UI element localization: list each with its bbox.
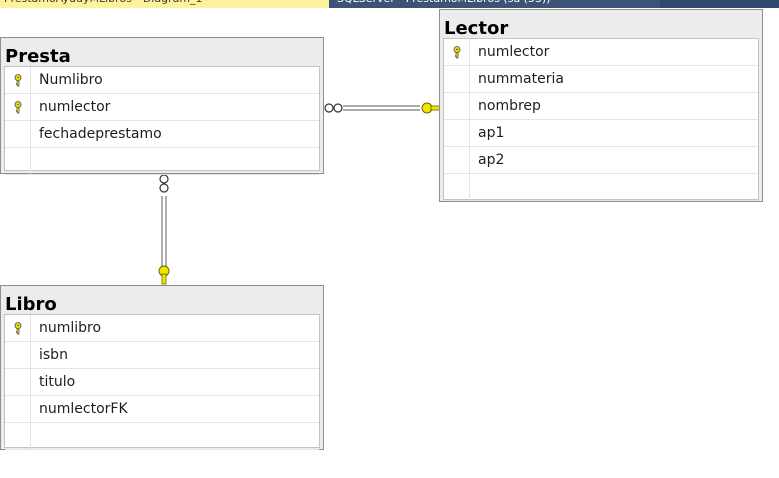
relationship-presta-lector[interactable] xyxy=(324,102,441,114)
column-grid: numlibro isbn titulo numlectorFK xyxy=(4,314,320,450)
row-selector[interactable] xyxy=(444,93,470,119)
table-title: Lector xyxy=(444,18,509,39)
table-lector[interactable]: Lector numlector nummateria nombrep ap1 ap2 xyxy=(439,9,763,202)
column-row[interactable]: ap2 xyxy=(444,147,758,174)
row-selector[interactable] xyxy=(444,39,470,65)
many-end-icon xyxy=(159,183,169,193)
table-libro[interactable]: Libro numlibro isbn titulo numlectorFK xyxy=(0,285,324,450)
column-name: numlector xyxy=(478,44,550,60)
column-name: numlector xyxy=(39,99,111,115)
column-row[interactable]: nombrep xyxy=(444,93,758,120)
column-name: ap1 xyxy=(478,125,505,141)
table-presta[interactable]: Presta Numlibro numlector fechadeprestamo xyxy=(0,37,324,175)
row-selector[interactable] xyxy=(5,342,31,368)
tab-query[interactable]: SQLServer - PrestamoMLibros (sa (53)) xyxy=(329,0,660,8)
column-name: fechadeprestamo xyxy=(39,126,162,142)
column-grid: Numlibro numlector fechadeprestamo xyxy=(4,66,320,175)
column-name: nummateria xyxy=(478,71,564,87)
row-selector[interactable] xyxy=(444,174,470,200)
column-row[interactable]: isbn xyxy=(5,342,319,369)
empty-column-row[interactable] xyxy=(444,174,758,201)
many-end-icon xyxy=(324,103,334,113)
column-row[interactable]: ap1 xyxy=(444,120,758,147)
column-name: ap2 xyxy=(478,152,505,168)
column-grid: numlector nummateria nombrep ap1 ap2 xyxy=(443,38,759,201)
primary-key-icon xyxy=(453,46,461,59)
tab-strip-filler xyxy=(660,0,779,8)
row-selector[interactable] xyxy=(5,423,31,449)
row-selector[interactable] xyxy=(5,369,31,395)
document-tab-strip: PrestamoAyudyMLibros - Diagram_1 SQLServ… xyxy=(0,0,779,8)
empty-column-row[interactable] xyxy=(5,148,319,175)
column-row[interactable]: numlectorFK xyxy=(5,396,319,423)
column-row[interactable]: Numlibro xyxy=(5,67,319,94)
many-end-icon xyxy=(159,174,169,184)
table-title: Presta xyxy=(5,46,71,67)
row-selector[interactable] xyxy=(5,396,31,422)
row-selector[interactable] xyxy=(444,66,470,92)
column-name: isbn xyxy=(39,347,68,363)
column-row[interactable]: titulo xyxy=(5,369,319,396)
column-row[interactable]: fechadeprestamo xyxy=(5,121,319,148)
primary-key-icon xyxy=(14,322,22,335)
column-row[interactable]: nummateria xyxy=(444,66,758,93)
row-selector[interactable] xyxy=(5,121,31,147)
column-name: Numlibro xyxy=(39,72,103,88)
primary-key-icon xyxy=(14,74,22,87)
row-selector[interactable] xyxy=(5,94,31,120)
column-name: titulo xyxy=(39,374,76,390)
row-selector[interactable] xyxy=(5,67,31,93)
tab-diagram[interactable]: PrestamoAyudyMLibros - Diagram_1 xyxy=(0,0,329,8)
column-row[interactable]: numlector xyxy=(444,39,758,66)
column-name: numlectorFK xyxy=(39,401,128,417)
one-end-key-icon xyxy=(421,102,441,114)
relationship-presta-libro[interactable] xyxy=(158,174,170,285)
empty-column-row[interactable] xyxy=(5,423,319,450)
row-selector[interactable] xyxy=(5,148,31,174)
column-name: numlibro xyxy=(39,320,102,336)
column-row[interactable]: numlibro xyxy=(5,315,319,342)
one-end-key-icon xyxy=(158,265,170,285)
column-name: nombrep xyxy=(478,98,541,114)
row-selector[interactable] xyxy=(5,315,31,341)
column-row[interactable]: numlector xyxy=(5,94,319,121)
many-end-icon xyxy=(333,103,343,113)
table-title: Libro xyxy=(5,294,57,315)
row-selector[interactable] xyxy=(444,120,470,146)
primary-key-icon xyxy=(14,101,22,114)
row-selector[interactable] xyxy=(444,147,470,173)
